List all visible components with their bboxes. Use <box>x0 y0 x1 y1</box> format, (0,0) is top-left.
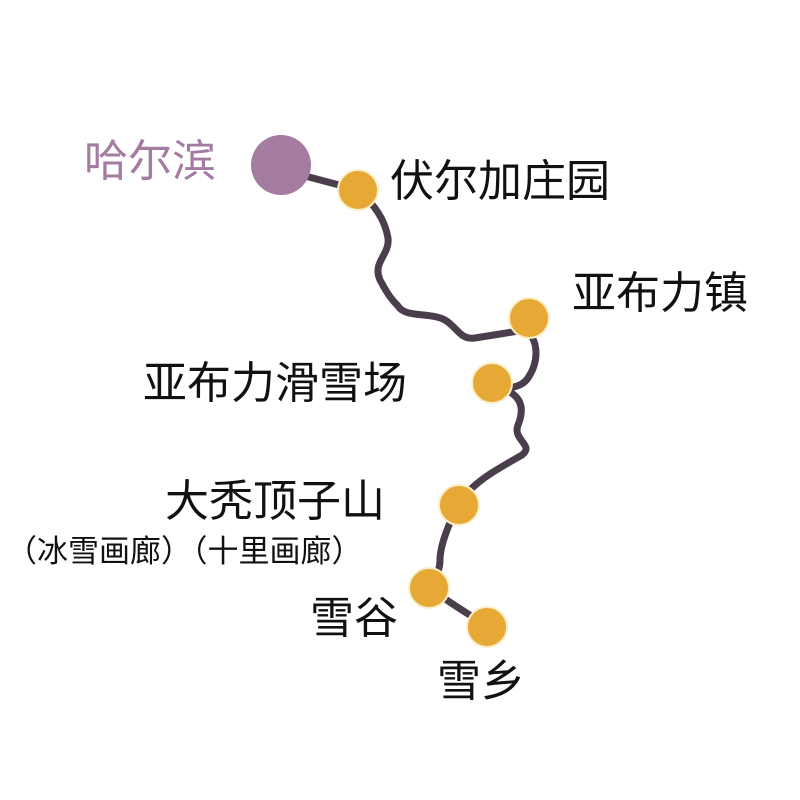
station-label-datuding: 大秃顶子山 <box>165 476 385 527</box>
station-marker-yabuli-town[interactable] <box>508 297 550 339</box>
route-line <box>286 168 540 630</box>
station-note-datuding: （冰雪画廊）（十里画廊） <box>6 534 363 570</box>
origin-label: 哈尔滨 <box>84 136 216 187</box>
station-label-xuexiang: 雪乡 <box>437 656 525 707</box>
station-label-yabuli-town: 亚布力镇 <box>572 268 748 319</box>
station-marker-datuding[interactable] <box>438 484 480 526</box>
station-label-xuegu: 雪谷 <box>310 593 398 644</box>
station-label-volga-manor: 伏尔加庄园 <box>390 156 610 207</box>
station-label-yabuli-ski: 亚布力滑雪场 <box>143 358 407 409</box>
station-marker-volga-manor[interactable] <box>337 169 379 211</box>
origin-marker[interactable] <box>251 135 311 195</box>
station-marker-yabuli-ski[interactable] <box>471 362 513 404</box>
station-marker-xuegu[interactable] <box>408 567 450 609</box>
station-marker-xuexiang[interactable] <box>466 606 508 648</box>
